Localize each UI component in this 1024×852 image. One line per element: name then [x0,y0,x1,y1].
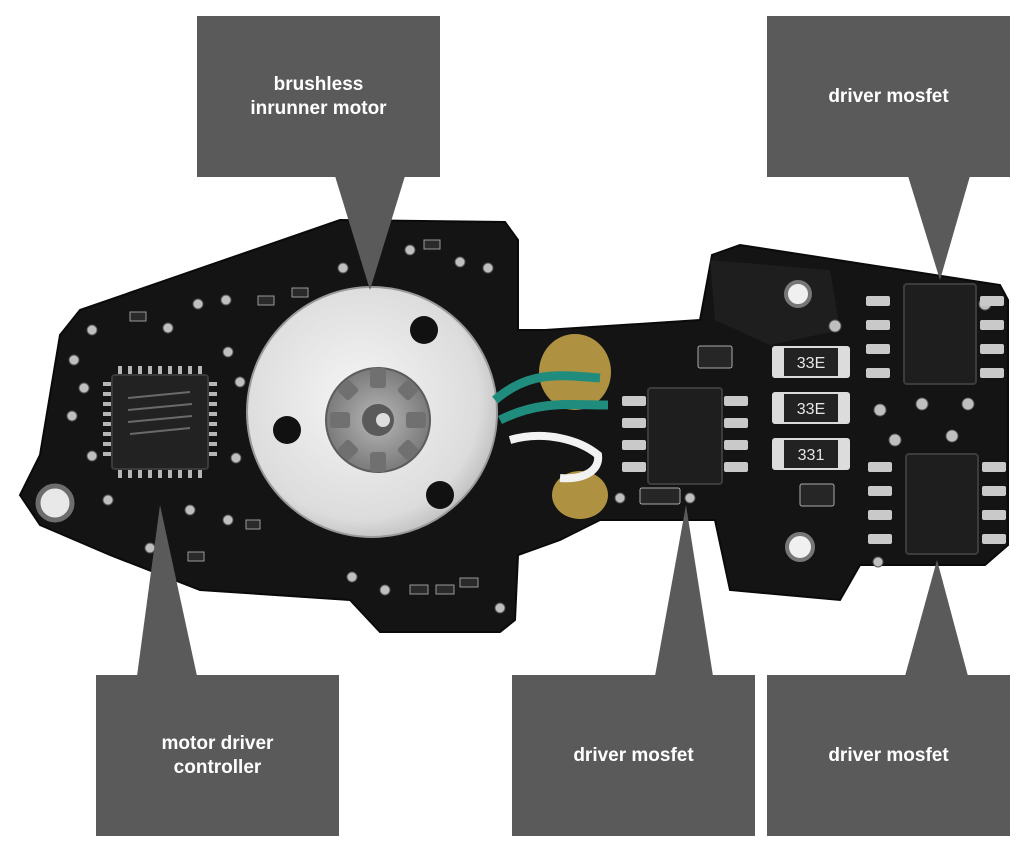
resistor-middle: 33E [772,392,850,424]
vias [66,244,992,614]
brushless-motor [246,286,498,538]
mounting-hole-right-top [784,280,812,308]
label-driver-mosfet-bottom-middle: driver mosfet [512,675,755,836]
resistor-top-marking: 33E [797,355,825,372]
resistor-middle-marking: 33E [797,401,825,418]
callout-pointer-mosfet-bottom-middle [655,505,713,676]
mounting-hole-right-bottom [785,532,815,562]
callout-pointer-mosfet-top-right [908,176,970,280]
wire-bundle [492,334,611,519]
label-motor-driver-controller: motor driver controller [96,675,339,836]
callout-pointer-controller [137,505,197,676]
label-brushless-motor: brushless inrunner motor [197,16,440,177]
callout-pointer-motor [335,176,405,290]
mosfet-chip-bottom-right [868,453,1006,555]
mounting-hole-left [35,483,75,523]
label-driver-mosfet-top-right: driver mosfet [767,16,1010,177]
resistor-bottom: 331 [772,438,850,470]
label-driver-mosfet-bottom-right: driver mosfet [767,675,1010,836]
resistor-top: 33E [772,346,850,378]
resistor-bottom-marking: 331 [798,447,825,464]
small-transistors [639,345,835,507]
mosfet-chip-middle [622,387,748,485]
controller-chip [103,366,217,478]
pcb-board-sheen [710,260,840,345]
callout-pointer-mosfet-bottom-right [905,560,968,676]
mosfet-chip-top-right [866,283,1004,385]
